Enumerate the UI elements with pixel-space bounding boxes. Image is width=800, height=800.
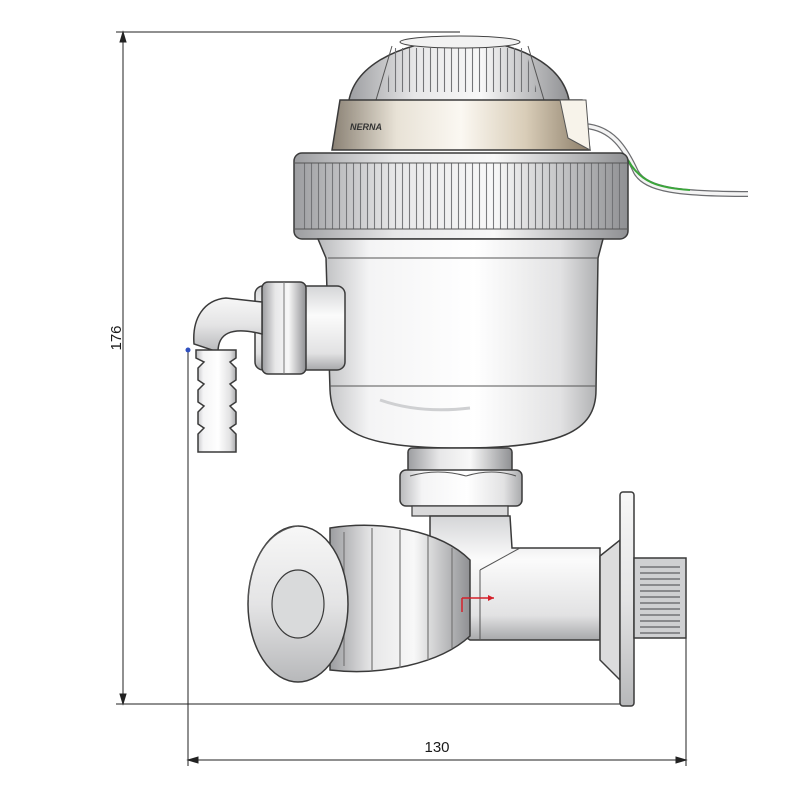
knurled-ring <box>293 152 629 240</box>
width-dimension-label: 130 <box>424 739 449 756</box>
valve-handle <box>247 524 471 683</box>
height-dimension-label: 176 <box>108 325 125 350</box>
axis-marker <box>185 347 494 612</box>
width-dimension <box>186 350 688 766</box>
wall-flange <box>599 491 687 707</box>
brand-label: NERNA <box>350 122 382 132</box>
filter-bowl <box>316 238 604 449</box>
metallic-collar: NERNA <box>331 99 591 151</box>
height-dimension <box>116 30 630 706</box>
neck-connector <box>399 447 523 517</box>
side-outlet <box>193 281 346 453</box>
top-cap <box>347 35 571 109</box>
cable <box>584 123 749 197</box>
